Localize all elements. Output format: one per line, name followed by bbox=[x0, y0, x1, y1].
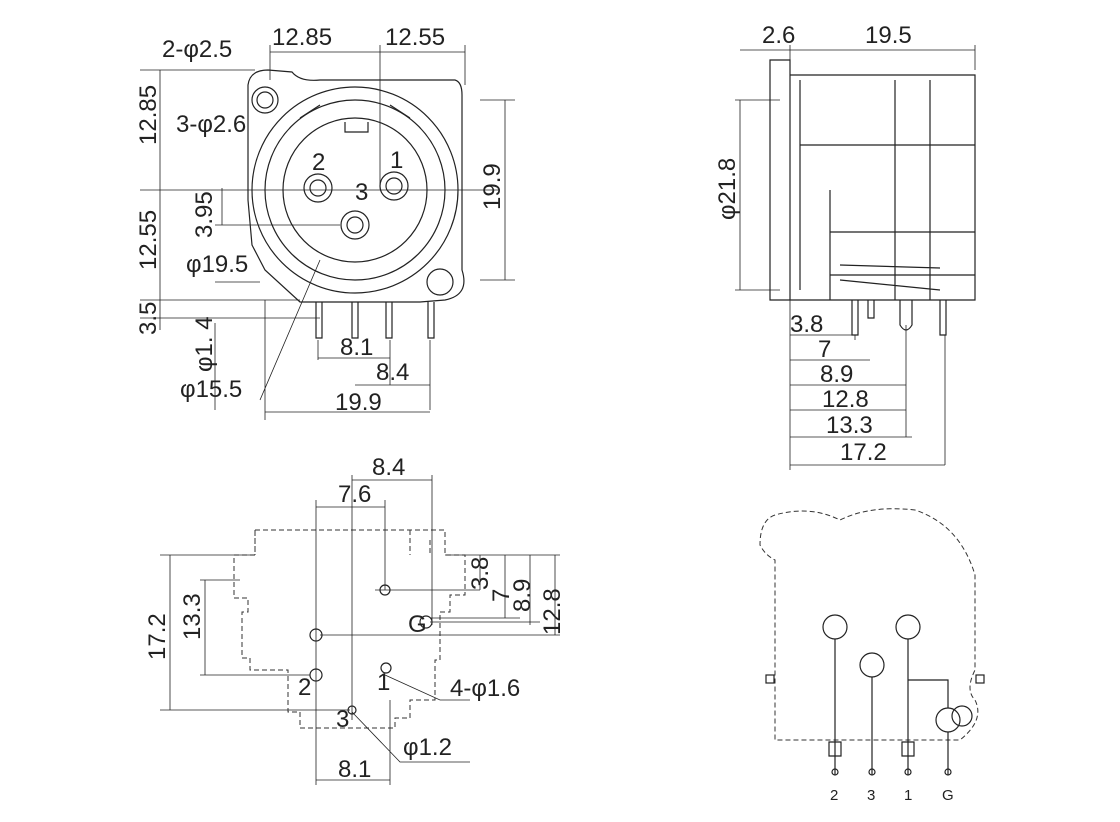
pcb-holes-label: 4-φ1.6 bbox=[450, 675, 520, 702]
schematic-label-g: G bbox=[942, 787, 954, 804]
pcb-pin-2-label: 2 bbox=[298, 674, 311, 701]
schematic: 2 3 1 G bbox=[759, 508, 985, 804]
inner-diameter-label: φ19.5 bbox=[186, 251, 248, 278]
pin-diameter-label: φ1. 4 bbox=[191, 316, 218, 372]
pin-1-label: 1 bbox=[390, 147, 403, 174]
pin-2-hole bbox=[303, 173, 333, 203]
pcb-pins bbox=[315, 302, 435, 339]
dim-side-7: 7 bbox=[818, 336, 831, 363]
pcb-small-hole-label: φ1.2 bbox=[403, 734, 452, 761]
dim-pcb-13-3: 13.3 bbox=[179, 593, 206, 640]
dim-left-lower: 12.55 bbox=[135, 210, 162, 270]
schematic-pin-2 bbox=[822, 614, 848, 640]
dim-body-depth: 19.5 bbox=[865, 22, 912, 49]
front-view: 2-φ2.5 12.85 12.55 12.85 3-φ2.6 2 1 3 19… bbox=[135, 24, 515, 420]
schematic-pin-1 bbox=[895, 614, 921, 640]
schematic-pin-3 bbox=[859, 652, 885, 678]
dim-pcb-12-8: 12.8 bbox=[539, 588, 566, 635]
pin-3-label: 3 bbox=[355, 179, 368, 206]
pcb-outline bbox=[233, 529, 466, 729]
side-view: 2.6 19.5 φ21.8 3.8 7 8.9 12.8 13.3 17.2 bbox=[714, 22, 976, 470]
mount-holes-label: 2-φ2.5 bbox=[162, 36, 232, 63]
schematic-label-2: 2 bbox=[830, 787, 838, 804]
dim-top-right: 12.55 bbox=[385, 24, 445, 51]
dim-pin-spacing-a: 8.1 bbox=[340, 334, 373, 361]
dim-pcb-7-6: 7.6 bbox=[338, 481, 371, 508]
dim-flange-thickness: 2.6 bbox=[762, 22, 795, 49]
pin-1-hole bbox=[379, 171, 409, 201]
dim-left-upper: 12.85 bbox=[135, 85, 162, 145]
flange-outline bbox=[247, 69, 465, 303]
pcb-hole-1 bbox=[380, 662, 392, 674]
dim-side-3-8: 3.8 bbox=[790, 311, 823, 338]
schematic-label-3: 3 bbox=[867, 787, 875, 804]
dim-pcb-7: 7 bbox=[488, 589, 515, 602]
mount-hole-top bbox=[251, 86, 279, 114]
dim-bottom-width: 19.9 bbox=[335, 389, 382, 416]
dim-side-17-2: 17.2 bbox=[840, 439, 887, 466]
pin-2-label: 2 bbox=[312, 149, 325, 176]
dim-pin-offset: 3.95 bbox=[191, 191, 218, 238]
schematic-label-1: 1 bbox=[904, 787, 912, 804]
dim-bottom-offset: 3.5 bbox=[135, 302, 162, 335]
side-body bbox=[769, 59, 976, 301]
key-slots bbox=[299, 104, 411, 133]
socket-diameter-label: φ15.5 bbox=[180, 376, 242, 403]
dim-side-12-8: 12.8 bbox=[822, 386, 869, 413]
schematic-outline bbox=[759, 508, 979, 741]
pcb-layout: 8.4 7.6 17.2 13.3 3.8 7 8.9 12.8 G 2 1 3… bbox=[144, 454, 566, 785]
dim-side-13-3: 13.3 bbox=[826, 412, 873, 439]
dim-pcb-17-2: 17.2 bbox=[144, 613, 171, 660]
dim-right-height: 19.9 bbox=[479, 163, 506, 210]
pin-holes-label: 3-φ2.6 bbox=[176, 111, 246, 138]
dim-pin-spacing-b: 8.4 bbox=[376, 359, 409, 386]
latch bbox=[426, 268, 454, 296]
pcb-ground-label: G bbox=[408, 611, 427, 638]
dim-pcb-8-4: 8.4 bbox=[372, 454, 405, 481]
dim-pcb-8-9: 8.9 bbox=[509, 579, 536, 612]
dim-side-8-9: 8.9 bbox=[820, 361, 853, 388]
pin-3-hole bbox=[340, 210, 370, 240]
pcb-pin-1-label: 1 bbox=[377, 669, 390, 696]
dim-side-diameter: φ21.8 bbox=[714, 158, 741, 220]
side-pins bbox=[851, 300, 947, 336]
dim-top-left: 12.85 bbox=[272, 24, 332, 51]
schematic-ground bbox=[935, 707, 961, 733]
pcb-pin-3-label: 3 bbox=[336, 706, 349, 733]
dim-pcb-3-8: 3.8 bbox=[467, 557, 494, 590]
dim-pcb-8-1: 8.1 bbox=[338, 756, 371, 783]
